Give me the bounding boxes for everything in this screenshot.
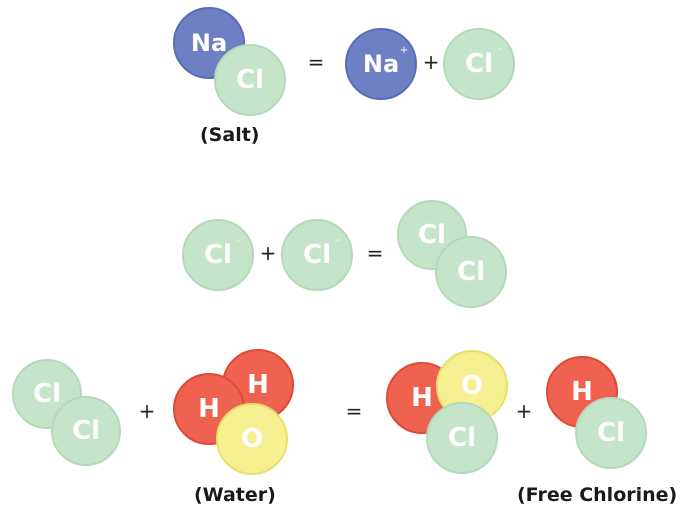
chloride-ion: Cl - — [281, 219, 353, 291]
plus-sign: + — [138, 399, 156, 423]
chlorine-symbol: Cl — [418, 220, 446, 250]
chlorine-atom-salt: Cl — [214, 44, 286, 116]
oxygen-symbol: O — [460, 371, 484, 401]
chlorine-atom: Cl — [426, 402, 498, 474]
chloride-ion: Cl - — [443, 28, 515, 100]
chlorine-symbol: Cl — [33, 379, 61, 409]
chlorine-symbol: Cl — [303, 240, 331, 270]
oxygen-symbol: O — [240, 424, 264, 454]
sodium-symbol: Na — [190, 29, 228, 57]
chloride-ion: Cl - — [182, 219, 254, 291]
chlorine-atom: Cl — [575, 397, 647, 469]
chlorine-symbol: Cl — [236, 65, 264, 95]
chlorine-symbol: Cl — [448, 423, 476, 453]
chlorine-symbol: Cl — [204, 240, 232, 270]
salt-label: (Salt) — [200, 124, 260, 146]
hydrogen-symbol: H — [411, 383, 433, 413]
sodium-symbol: Na — [362, 50, 400, 78]
plus-sign: + — [422, 50, 440, 74]
equals-sign: = — [307, 50, 325, 74]
negative-charge: - — [336, 235, 340, 246]
chlorine-symbol: Cl — [72, 416, 100, 446]
hydrogen-symbol: H — [198, 394, 220, 424]
chlorine-symbol: Cl — [465, 49, 493, 79]
negative-charge: - — [237, 235, 241, 246]
negative-charge: - — [498, 44, 502, 55]
chlorine-symbol: Cl — [457, 257, 485, 287]
chlorine-symbol: Cl — [597, 418, 625, 448]
sodium-atom-salt: Na — [173, 7, 245, 79]
positive-charge: + — [399, 45, 409, 56]
hydrogen-symbol: H — [571, 377, 593, 407]
sodium-ion: Na + — [345, 28, 417, 100]
free-chlorine-label: (Free Chlorine) — [517, 484, 678, 506]
equals-sign: = — [345, 399, 363, 423]
hydrogen-symbol: H — [247, 370, 269, 400]
oxygen-atom: O — [216, 403, 288, 475]
chlorine-atom: Cl — [51, 396, 121, 466]
plus-sign: + — [515, 399, 533, 423]
plus-sign: + — [259, 241, 277, 265]
chlorine-atom: Cl — [435, 236, 507, 308]
equals-sign: = — [366, 241, 384, 265]
water-label: (Water) — [194, 484, 276, 506]
